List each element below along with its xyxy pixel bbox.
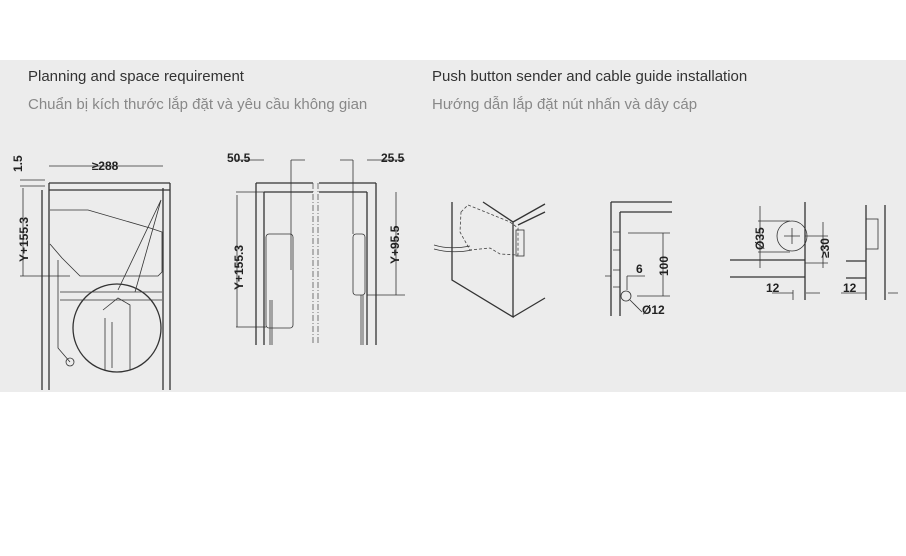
dim-spacing: 100 xyxy=(657,256,671,276)
dim-min-height: ≥30 xyxy=(818,238,832,258)
iso-view-drawing xyxy=(433,201,546,319)
installation-title: Push button sender and cable guide insta… xyxy=(432,68,748,85)
hole-spacing-drawing: 100 6 Ø12 xyxy=(605,201,672,317)
dim-setback-b: 12 xyxy=(843,281,857,295)
side-view-drawing: 50.5 25.5 Y+155.3 Y+95.5 xyxy=(227,151,405,345)
dim-hole: Ø12 xyxy=(642,303,665,317)
dim-edge: 6 xyxy=(636,262,643,276)
cabinet-drawing: ≥288 1.5 Y+155.3 xyxy=(11,155,171,390)
dim-setback-a: 12 xyxy=(766,281,780,295)
dim-offset-left: 50.5 xyxy=(227,151,251,165)
content-band xyxy=(0,60,906,392)
planning-title: Planning and space requirement xyxy=(28,68,244,85)
dim-width: ≥288 xyxy=(92,159,119,173)
cup-hole-drawing: Ø35 ≥30 12 xyxy=(730,202,832,300)
dim-height-a: Y+155.3 xyxy=(17,217,31,262)
dim-top-gap: 1.5 xyxy=(11,155,25,172)
dim-height-b: Y+155.3 xyxy=(232,245,246,290)
dim-height-c: Y+95.5 xyxy=(388,225,402,264)
planning-subtitle: Chuẩn bị kích thước lắp đặt và yêu cầu k… xyxy=(28,96,368,113)
side-section-drawing: 12 xyxy=(841,205,898,300)
dim-cup: Ø35 xyxy=(753,227,767,250)
dim-offset-right: 25.5 xyxy=(381,151,405,165)
installation-subtitle: Hướng dẫn lắp đặt nút nhấn và dây cáp xyxy=(432,96,698,113)
